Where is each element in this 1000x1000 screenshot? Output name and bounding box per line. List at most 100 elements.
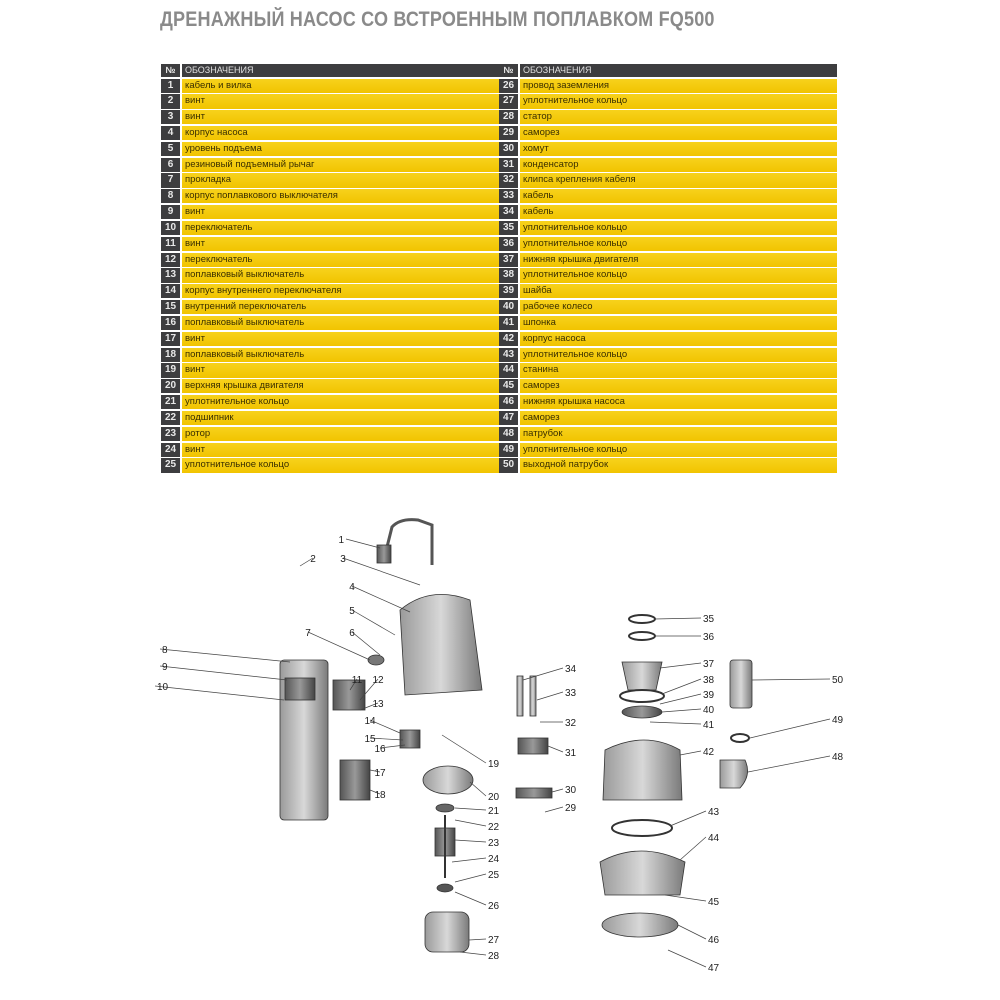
callout-label: 7 [305,628,311,639]
part-name: корпус поплавкового выключателя [182,189,499,204]
part-number: 46 [499,395,518,410]
leader-line [454,891,487,906]
callout-label: 43 [708,807,720,818]
callout-label: 38 [703,675,715,686]
part-number: 8 [161,189,180,204]
part-name: подшипник [182,410,499,426]
callout-label: 49 [832,715,844,726]
part-number: 21 [161,395,180,410]
table-header: № ОБОЗНАЧЕНИЯ [499,64,837,77]
leader-line [351,631,381,656]
callout-label: 20 [488,792,500,803]
callout-label: 47 [708,963,720,974]
leader-line [159,665,288,681]
callout-label: 31 [565,748,577,759]
callout-label: 42 [703,747,715,758]
callout-label: 48 [832,752,844,763]
part-name: уплотнительное кольцо [520,347,837,362]
header-number: № [499,64,518,77]
callout-label: 2 [310,554,316,565]
leader-line [667,949,707,968]
leader-line [679,836,707,861]
leader-line [522,667,564,681]
leader-line [454,839,487,843]
base [599,850,686,896]
part-name: кабель [520,189,837,204]
callout-label: 1 [338,535,344,546]
part-name: шпонка [520,315,837,331]
leader-line [677,924,707,940]
callout-label: 33 [565,688,577,699]
part-number: 44 [499,363,518,378]
part-number: 41 [499,315,518,331]
float-switch [339,759,371,801]
part-number: 35 [499,220,518,236]
part-number: 15 [161,300,180,315]
leader-line [369,737,404,741]
part-name: корпус внутреннего переключателя [182,284,499,299]
part-number: 27 [499,94,518,109]
part-number: 22 [161,410,180,426]
leader-line [459,951,487,956]
callout-label: 44 [708,833,720,844]
seal-38 [619,689,665,703]
motor-top-cover [422,765,474,795]
part-number: 49 [499,442,518,457]
part-number: 17 [161,331,180,346]
leader-line [659,662,702,669]
callout-label: 27 [488,935,500,946]
part-number: 19 [161,363,180,378]
motor-bottom-cover [621,661,663,691]
leader-line [659,693,702,705]
part-name: уплотнительное кольцо [520,236,837,251]
cable-34 [516,675,524,717]
gasket [367,654,385,666]
pump-body-top [399,594,483,696]
switch [284,677,316,701]
leader-line [544,806,564,813]
impeller [621,705,663,719]
part-name: винт [182,331,499,346]
header-number: № [161,64,180,77]
part-name: винт [182,94,499,109]
part-name: переключатель [182,220,499,236]
clamp [515,787,553,799]
part-name: винт [182,236,499,251]
callout-label: 12 [372,675,384,686]
callout-label: 18 [374,790,386,801]
part-number: 6 [161,157,180,172]
part-name: нижняя крышка насоса [520,395,837,410]
leader-line [547,745,564,753]
leader-line [454,873,487,883]
callout-label: 10 [157,682,169,693]
part-name: внутренний переключатель [182,300,499,315]
leader-line [154,685,285,701]
leader-line [661,708,702,713]
part-number: 2 [161,94,180,109]
part-number: 36 [499,236,518,251]
page-title: ДРЕНАЖНЫЙ НАСОС СО ВСТРОЕННЫМ ПОПЛАВКОМ … [160,8,715,31]
diagram-parts [279,518,753,953]
part-name: резиновый подъемный рычаг [182,157,499,172]
leader-line [679,750,702,756]
part-name: хомут [520,141,837,156]
part-number: 40 [499,300,518,315]
